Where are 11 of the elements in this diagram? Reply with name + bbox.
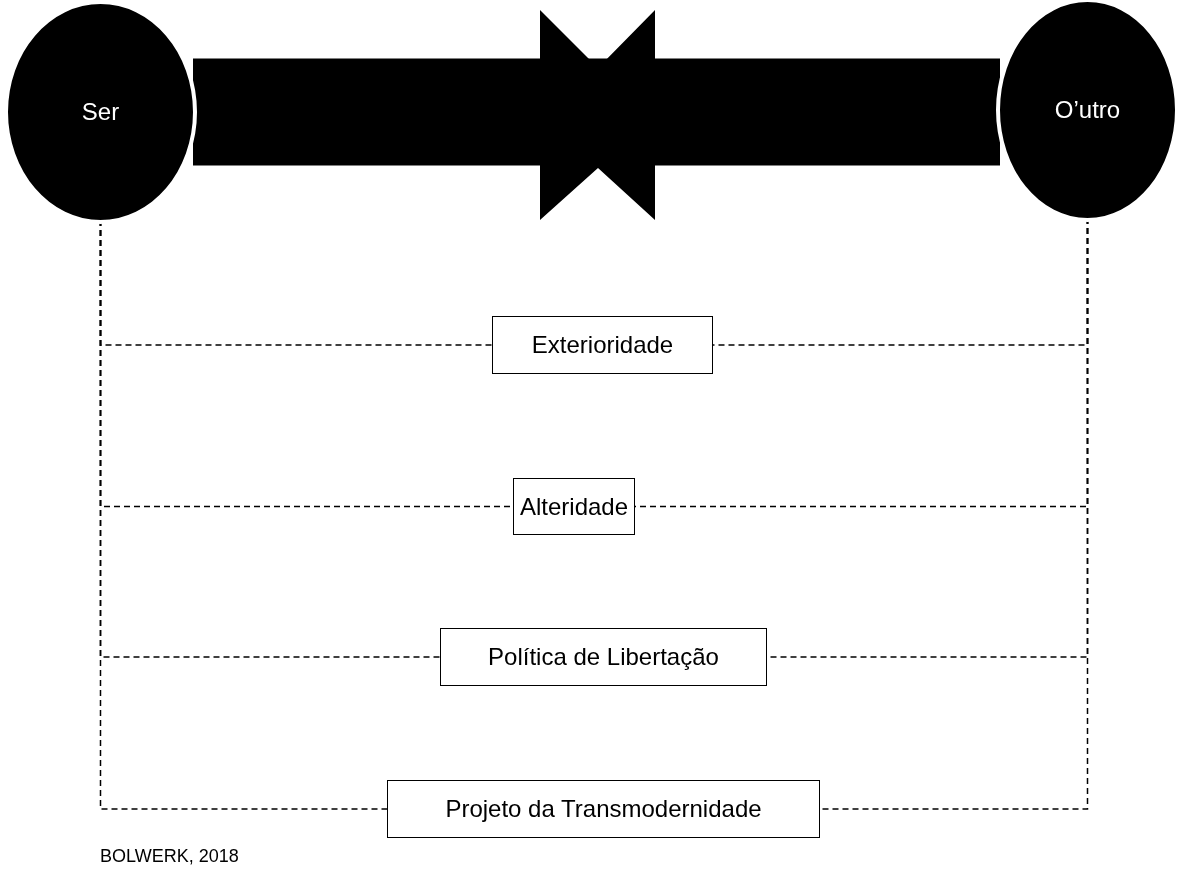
node-label: Exterioridade bbox=[531, 331, 674, 359]
node-label: Política de Libertação bbox=[488, 643, 719, 671]
concept-box bbox=[440, 628, 767, 686]
concept-box bbox=[492, 316, 713, 374]
concept-box bbox=[513, 478, 635, 535]
node-label: Alteridade bbox=[519, 492, 629, 521]
concept-box bbox=[387, 780, 820, 838]
node-label: Projeto da Transmodernidade bbox=[445, 795, 762, 823]
source-citation: BOLWERK, 2018 bbox=[100, 846, 239, 867]
node-label: Ser bbox=[81, 98, 120, 126]
node-label: O’utro bbox=[1054, 96, 1121, 124]
